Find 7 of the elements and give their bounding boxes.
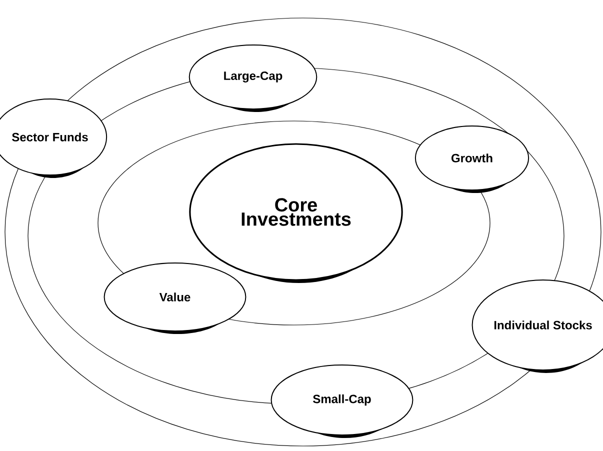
ellipse-node: Value: [104, 262, 246, 334]
ellipse-node: Core Investments: [189, 143, 403, 283]
ellipse-node: Individual Stocks: [472, 280, 603, 373]
node-label: Individual Stocks: [494, 320, 592, 330]
ellipse-node: Large-Cap: [188, 44, 318, 112]
ellipse-node: Growth: [414, 126, 530, 193]
ellipse-node: Small-Cap: [270, 364, 414, 438]
